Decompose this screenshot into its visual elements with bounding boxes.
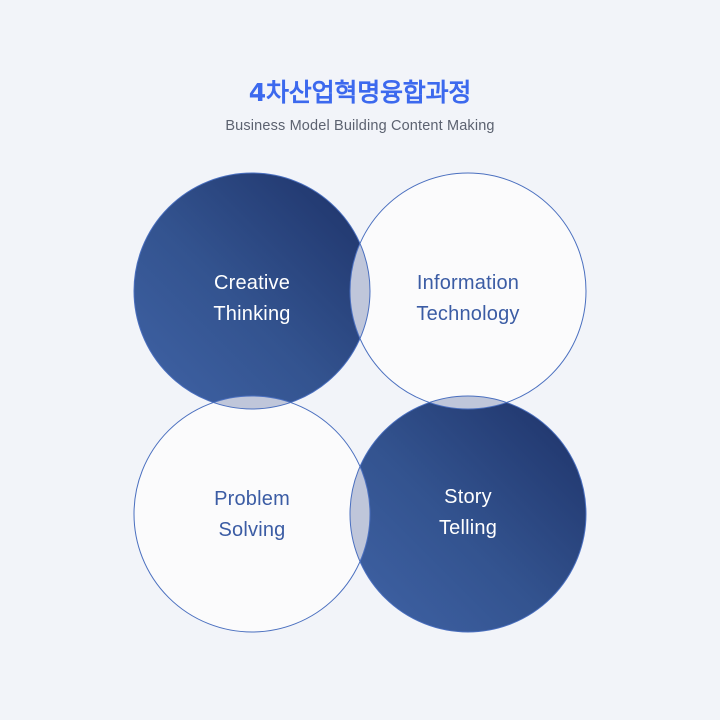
label-problem-solving-line1: Problem — [214, 488, 290, 510]
circle-fill-information-technology — [350, 173, 586, 409]
page-subtitle: Business Model Building Content Making — [225, 118, 495, 134]
circle-outline-creative-thinking[interactable] — [133, 172, 371, 410]
label-story-telling-line1: Story — [444, 486, 492, 508]
circle-fill-creative-thinking — [134, 173, 370, 409]
label-information-technology-line2: Technology — [416, 303, 519, 325]
label-problem-solving-line2: Solving — [219, 519, 286, 541]
header: 4차산업혁명융합과정 Business Model Building Conte… — [0, 78, 720, 135]
label-creative-thinking-line1: Creative — [214, 272, 290, 294]
circle-fill-story-telling — [350, 396, 586, 632]
circle-outline-story-telling[interactable] — [349, 395, 587, 633]
circle-outline-problem-solving[interactable] — [133, 395, 371, 633]
circle-fill-problem-solving — [134, 396, 370, 632]
label-creative-thinking-line2: Thinking — [213, 303, 290, 325]
label-information-technology-line1: Information — [417, 272, 519, 294]
label-story-telling-line2: Telling — [439, 517, 497, 539]
page-title: 4차산업혁명융합과정 — [248, 78, 472, 107]
circle-outline-information-technology[interactable] — [349, 172, 587, 410]
